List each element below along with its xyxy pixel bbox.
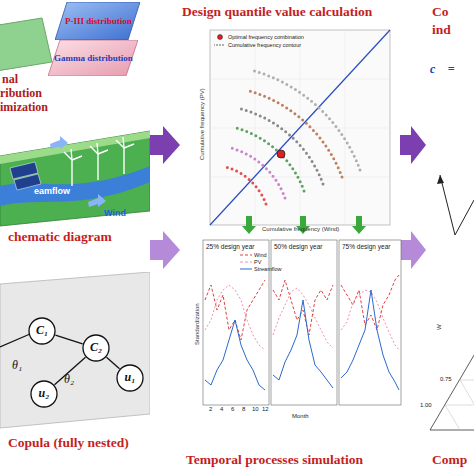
axis-tick: 12 <box>262 406 269 412</box>
node-text: P-III distribution <box>61 16 136 26</box>
panel-title: Temporal processes simulation <box>186 452 363 468</box>
legend-entry: Optimal frequency combination <box>214 34 304 40</box>
sample-line <box>240 255 252 256</box>
node-outline <box>0 116 150 246</box>
feature-label: eamflow <box>34 186 70 196</box>
legend-entry: Cumulative frequency contour <box>214 42 301 48</box>
legend-sample <box>214 42 226 48</box>
down-arrows <box>242 216 366 234</box>
copula-node: C₁ <box>28 317 56 345</box>
schematic-layer: chematic diagram <box>0 116 150 246</box>
axis-title: Cumulative frequency (PV) <box>199 88 205 160</box>
axis-tick: 10 <box>252 406 259 412</box>
sample-line <box>214 44 226 46</box>
time-series-panels <box>203 240 401 405</box>
panel-title: ind <box>432 22 451 38</box>
axis-tick: 6 <box>231 406 234 412</box>
axis-title: Standardization <box>194 303 200 345</box>
legend-entry: Wind <box>240 252 267 258</box>
node-text: Gamma distribution <box>54 53 132 63</box>
distribution-layer: P-III distribution <box>55 2 140 40</box>
panel-title: 50% design year <box>274 243 322 250</box>
sample-dot <box>218 35 223 40</box>
formula: c⃗ = <box>430 62 455 77</box>
feature-label: Wind <box>104 208 126 218</box>
axis-tick: 1.00 <box>420 402 432 408</box>
sample-line <box>240 262 252 263</box>
legend-entry: PV <box>240 259 261 265</box>
panel-title: ribution <box>0 86 42 101</box>
copula-layer: Copula (fully nested) C₁ C₂ u₁ u₂ <box>0 272 150 457</box>
legend-sample <box>240 266 252 272</box>
legend-text: PV <box>254 259 261 265</box>
green-layer <box>0 18 52 72</box>
node-text: u₂ <box>30 386 58 401</box>
panel-title: 75% design year <box>342 243 390 250</box>
legend-sample <box>214 34 226 40</box>
axis-title: Cumulative frequency (Wind) <box>262 226 339 232</box>
node-outline <box>0 272 150 457</box>
axis-tick: 0.75 <box>440 376 452 382</box>
complementarity-plot <box>430 175 474 430</box>
node-text: Copula (fully nested) <box>8 435 129 451</box>
legend-entry: Streamflow <box>240 266 282 272</box>
legend-sample <box>240 259 252 265</box>
scatter-chart <box>210 30 390 225</box>
legend-text: Wind <box>254 252 267 258</box>
distribution-layer: Gamma distribution <box>48 40 138 76</box>
parameter-label: θ₁ <box>12 358 22 373</box>
legend-sample <box>240 252 252 258</box>
node-text: C₁ <box>28 323 56 338</box>
panel-title: Co <box>432 4 449 20</box>
axis-tick: 4 <box>220 406 223 412</box>
node-text: chematic diagram <box>8 229 112 245</box>
copula-node: C₂ <box>82 334 110 362</box>
panel-title: nal <box>2 72 18 87</box>
sample-line <box>240 269 252 270</box>
axis-tick: 2 <box>209 406 212 412</box>
node-text: u₁ <box>116 370 144 385</box>
panel-title: imization <box>0 100 48 115</box>
axis-title: W <box>436 324 442 330</box>
legend-text: Cumulative frequency contour <box>228 42 301 48</box>
panel-title: Comp <box>432 452 467 468</box>
legend-text: Optimal frequency combination <box>228 34 304 40</box>
axis-tick: 8 <box>242 406 245 412</box>
variable-node: u₁ <box>116 364 144 392</box>
panel-title: 25% design year <box>206 243 254 250</box>
node-text: C₂ <box>82 340 110 355</box>
axis-title: Month <box>292 413 309 419</box>
panel-title: Design quantile value calculation <box>182 4 372 20</box>
variable-node: u₂ <box>30 380 58 408</box>
legend-text: Streamflow <box>254 266 282 272</box>
parameter-label: θ₂ <box>64 372 74 387</box>
